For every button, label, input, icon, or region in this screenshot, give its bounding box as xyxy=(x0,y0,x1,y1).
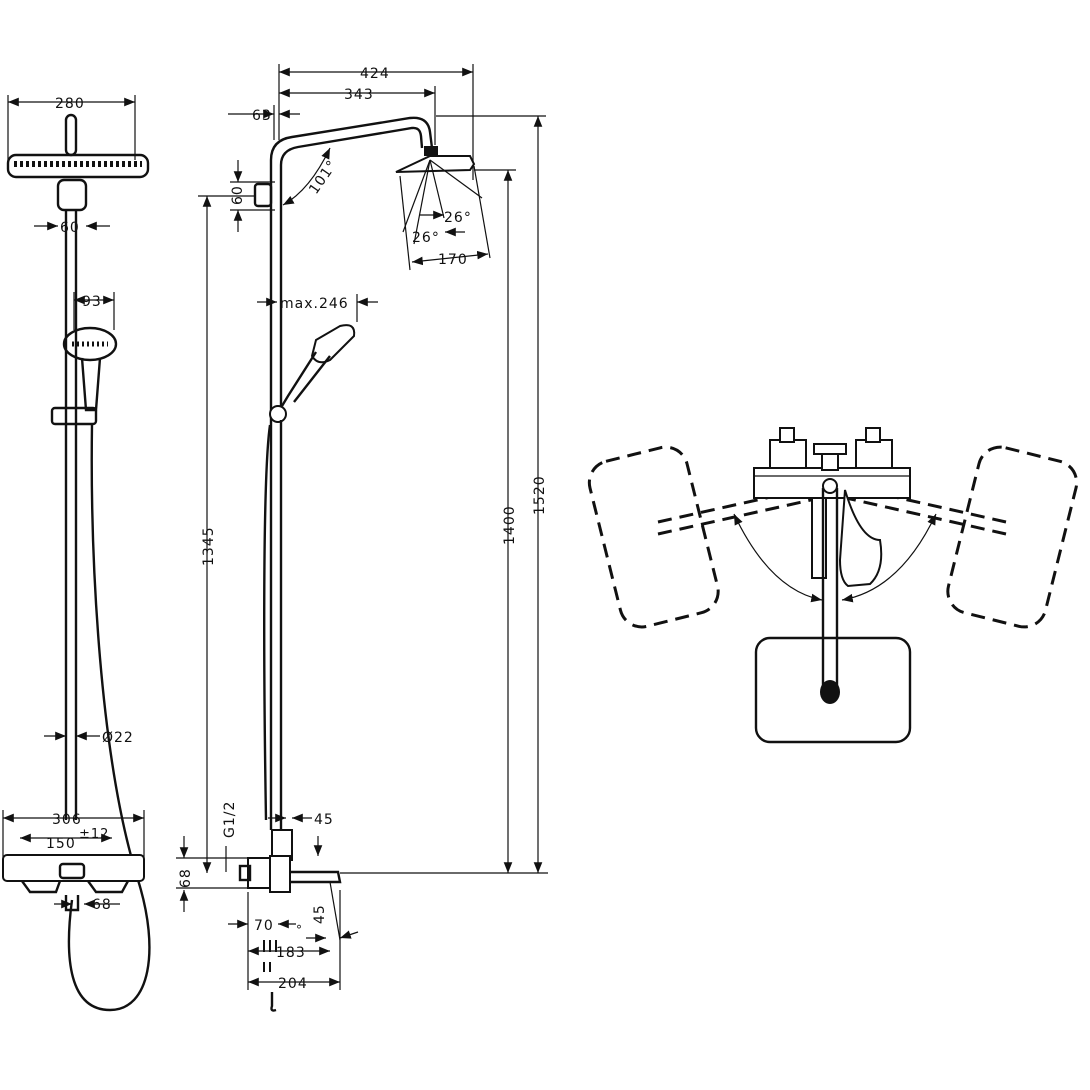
slider-side xyxy=(269,405,287,423)
hose xyxy=(67,423,151,1012)
overhead-shower-front xyxy=(6,153,150,179)
dim-label-1400: 1400 xyxy=(502,505,518,545)
mixer-handle-left xyxy=(769,439,807,469)
hand-shower-side xyxy=(310,324,356,364)
hand-shower-handle xyxy=(80,357,102,412)
dim-label-68-front: 68 xyxy=(92,897,112,913)
hose-top xyxy=(838,489,883,588)
dim-label-343: 343 xyxy=(344,87,374,103)
shower-arm-outer xyxy=(269,116,434,420)
dim-label-26-a: 26° xyxy=(444,210,472,226)
dim-label-170: 170 xyxy=(438,252,468,268)
dim-label-183: 183 xyxy=(276,945,306,961)
mixer-display xyxy=(58,862,86,880)
dim-label-diameter: Ø22 xyxy=(102,730,134,746)
dim-label-101: 101° xyxy=(306,157,341,197)
dim-label-60-side: 60 xyxy=(230,185,246,205)
dim-label-tolerance: ±12 xyxy=(79,827,109,842)
wall-bracket xyxy=(253,182,273,208)
slider xyxy=(50,406,98,426)
hose-side xyxy=(263,424,272,821)
dim-label-306: 306 xyxy=(52,812,82,828)
front-view: 280 60 93 Ø22 306 xyxy=(2,95,151,1012)
mixer-handle-right xyxy=(855,439,893,469)
hand-shower-head xyxy=(62,326,118,362)
dim-label-max246: max.246 xyxy=(280,296,349,312)
dim-label-60-front: 60 xyxy=(60,220,80,236)
shower-arm-inner xyxy=(279,126,424,420)
hose-end xyxy=(270,992,277,1012)
dim-label-26-b: 26° xyxy=(412,230,440,246)
dim-label-1520: 1520 xyxy=(532,475,548,515)
mixer-body-side xyxy=(269,855,291,893)
swivel-arc-left xyxy=(733,513,823,603)
dim-label-424: 424 xyxy=(360,66,390,82)
dim-label-204: 204 xyxy=(278,976,308,992)
bath-spout xyxy=(290,870,342,884)
swivel-head-left xyxy=(587,445,720,629)
dim-label-70: 70 xyxy=(254,918,274,934)
swivel-arc-right xyxy=(841,513,937,603)
side-view: 424 343 63 60 101° 26° xyxy=(176,64,548,1012)
mixer-knob-side xyxy=(247,857,271,889)
dim-label-thread: G1/2 xyxy=(222,801,238,838)
thermostatic-mixer-front xyxy=(2,854,145,882)
arm-mount xyxy=(56,178,88,212)
shower-arm xyxy=(64,113,78,157)
dim-label-63: 63 xyxy=(252,108,272,124)
overhead-shower-top xyxy=(754,636,912,744)
hand-shower-side-handle xyxy=(280,351,331,407)
svg-text:°: ° xyxy=(296,923,303,937)
dim-label-45-top: 45 xyxy=(314,812,334,828)
top-view xyxy=(587,427,1079,744)
dim-label-68-side: 68 xyxy=(178,868,194,888)
dim-label-1345: 1345 xyxy=(201,526,217,566)
dim-label-280: 280 xyxy=(55,96,85,112)
dim-label-45-angle: 45 xyxy=(312,904,328,924)
dim-label-93: 93 xyxy=(82,294,102,310)
dim-label-150: 150 xyxy=(46,836,76,852)
swivel-head-right xyxy=(946,445,1079,629)
